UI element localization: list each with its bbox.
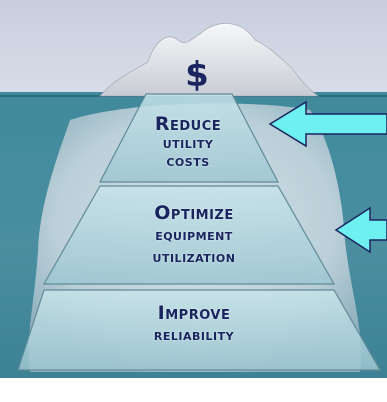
tier-2-line-1: Optimize [154, 202, 234, 224]
tier-3-line-1: Improve [157, 302, 231, 324]
pyramid-tier-2 [42, 185, 336, 285]
iceberg-tip [99, 23, 319, 97]
tier-1-label: Reduce utility costs [118, 114, 258, 170]
pyramid-tier-3 [17, 289, 382, 371]
tier-2-label: Optimize equipment utilization [94, 202, 294, 268]
tier-3-label: Improve reliability [94, 302, 294, 346]
tier-3-line-2: reliability [153, 326, 235, 344]
pyramid-tier-1 [99, 93, 279, 183]
arrow-to-tier-2 [334, 206, 387, 254]
arrow-to-tier-1 [268, 100, 387, 148]
tier-1-line-2: utility [162, 134, 214, 152]
pyramid [17, 93, 382, 371]
dollar-icon: $ [185, 55, 209, 95]
tier-2-line-2: equipment [155, 226, 233, 244]
tier-1-line-1: Reduce [154, 113, 222, 135]
bottom-margin [0, 378, 387, 402]
tier-2-line-3: utilization [152, 248, 236, 266]
tier-1-line-3: costs [166, 152, 210, 170]
